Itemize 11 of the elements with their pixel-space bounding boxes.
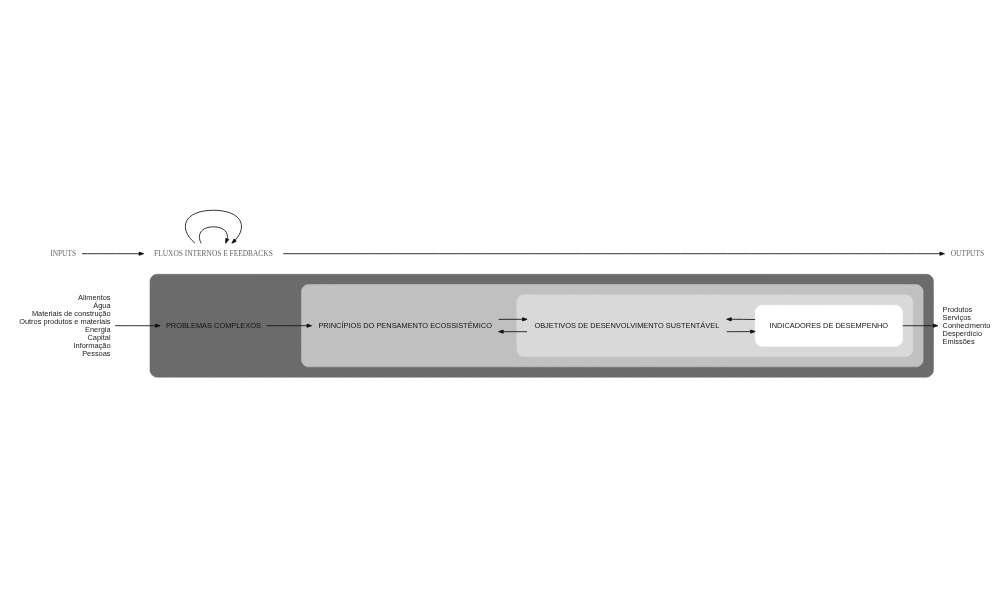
arrow [266, 323, 312, 328]
arrow [114, 323, 161, 328]
arrow [726, 316, 756, 321]
arrow [282, 251, 945, 256]
arrow [185, 209, 242, 244]
arrow [726, 329, 756, 334]
arrow [81, 251, 145, 256]
arrow [198, 225, 230, 244]
arrow [498, 316, 528, 321]
arrow [902, 323, 939, 328]
arrow [498, 329, 528, 334]
